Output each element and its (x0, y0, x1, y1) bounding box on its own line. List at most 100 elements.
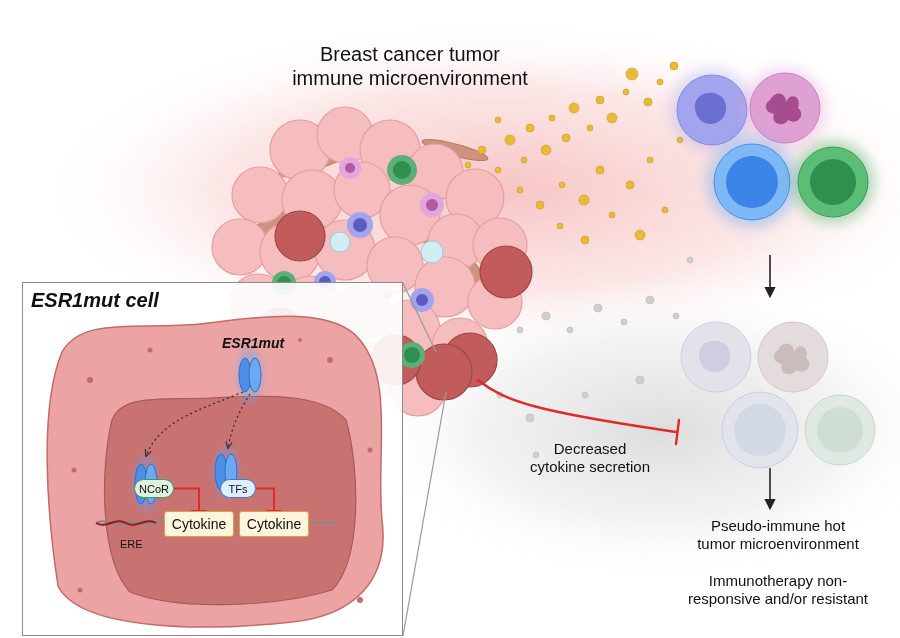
cytokine-dot (626, 68, 638, 80)
tumor-cell (232, 167, 288, 223)
cytokine-dot (647, 157, 653, 163)
cytokine-dot (581, 236, 589, 244)
esr1-mutant-cell (298, 338, 302, 342)
infiltrating-immune-cell (421, 241, 443, 263)
panel-heading: ESR1mut cell (31, 289, 394, 312)
faded-immune-cell (758, 322, 828, 392)
annotation-label: ESR1mut (222, 335, 292, 352)
infiltrating-immune-cell (387, 155, 417, 185)
cytokine-dot (626, 181, 634, 189)
node-label: Cytokine (247, 516, 301, 532)
cytokine-dot (559, 182, 565, 188)
reduced-cytokine-dot (497, 257, 693, 458)
caption-label: Immunotherapy non-responsive and/or resi… (668, 572, 888, 608)
faded-immune-cell (734, 404, 786, 456)
immune-cell (706, 136, 798, 228)
node-label: TFs (229, 483, 248, 495)
inhibition-line (478, 380, 676, 432)
cytokine-dot (670, 62, 678, 70)
caption-label: Pseudo-immune hot tumor microenvironment (688, 517, 868, 553)
reduced-cytokine-dot (582, 392, 588, 398)
immune-cell (670, 66, 875, 228)
reduced-cytokine-dot (594, 304, 602, 312)
cytokine-dot (521, 157, 527, 163)
flow-arrow (769, 468, 771, 508)
cytokine-dot (517, 187, 523, 193)
cytokine-dot (495, 167, 501, 173)
reduced-cytokine-dot (673, 313, 679, 319)
transcription-factor-pill: TFs (220, 479, 256, 498)
infiltrating-immune-cell (345, 163, 355, 173)
immune-cell (798, 147, 868, 217)
cytokine-dot (549, 115, 555, 121)
immune-cell (695, 93, 726, 124)
diagram-title: Breast cancer tumor immune microenvironm… (260, 42, 560, 90)
gene-box: Cytokine (239, 511, 309, 537)
esr1-mutant-cell (105, 396, 356, 605)
gene-box: Cytokine (164, 511, 234, 537)
reduced-cytokine-dot (542, 312, 550, 320)
immune-cell (726, 156, 778, 208)
cytokine-dot (596, 166, 604, 174)
flow-arrow (769, 255, 771, 296)
infiltrating-immune-cell (353, 218, 367, 232)
flow-arrow (769, 255, 771, 508)
esr1-mutant-cell (87, 377, 93, 383)
reduced-cytokine-dot (533, 452, 539, 458)
inset-panel (22, 282, 403, 636)
esr1-mutant-cell (47, 316, 383, 627)
translocation-arrow (146, 392, 243, 456)
cytokine-dot (623, 89, 629, 95)
esr1-mutant-cell (148, 348, 153, 353)
reduced-cytokine-dot (646, 296, 654, 304)
cytokine-dot (505, 135, 515, 145)
infiltrating-immune-cell (347, 212, 373, 238)
reduced-cytokine-dot (567, 327, 573, 333)
cytokine-dot (607, 113, 617, 123)
cytokine-dot (526, 124, 534, 132)
immune-cell (677, 75, 747, 145)
cytokine-dot (579, 195, 589, 205)
cytokine-dot (495, 117, 501, 123)
zoom-leader-line (403, 283, 436, 352)
cytokine-dot (536, 201, 544, 209)
immune-cell (766, 93, 801, 124)
translocation-arrow (146, 392, 250, 456)
faded-immune-cell (681, 322, 875, 468)
dark-tumor-cell (275, 211, 325, 261)
infiltrating-immune-cell (410, 288, 434, 312)
cytokine-dot (465, 62, 683, 244)
inhibition-line (478, 380, 679, 444)
faded-immune-cell (805, 395, 875, 465)
translocation-arrow (228, 394, 250, 448)
estrogen-receptor (249, 358, 261, 392)
cytokine-dot (635, 230, 645, 240)
tumor-cell (212, 219, 268, 275)
infiltrating-immune-cell (420, 193, 444, 217)
cytokine-dot (662, 207, 668, 213)
corepressor-pill: NCoR (134, 479, 174, 498)
reduced-cytokine-dot (621, 319, 627, 325)
faded-immune-cell (817, 407, 863, 453)
inset-panel (22, 282, 403, 636)
zoom-leader-line (403, 283, 446, 636)
estrogen-receptor (133, 347, 263, 512)
infiltrating-immune-cell (426, 199, 438, 211)
immune-cell (750, 73, 820, 143)
reduced-cytokine-dot (517, 327, 523, 333)
faded-immune-cell (681, 322, 751, 392)
infiltrating-immune-cell (416, 294, 428, 306)
infiltrating-immune-cell (393, 161, 411, 179)
esr1-mutant-cell (327, 357, 333, 363)
inhibition-connector (256, 489, 281, 512)
faded-immune-cell (722, 392, 798, 468)
infiltrating-immune-cell (404, 347, 420, 363)
cytokine-dot (465, 162, 471, 168)
cytokine-dot (541, 145, 551, 155)
caption-label: Decreased cytokine secretion (515, 440, 665, 476)
immune-cell (810, 159, 856, 205)
reduced-cytokine-dot (526, 414, 534, 422)
cytokine-dot (644, 98, 652, 106)
reduced-cytokine-dot (636, 376, 644, 384)
